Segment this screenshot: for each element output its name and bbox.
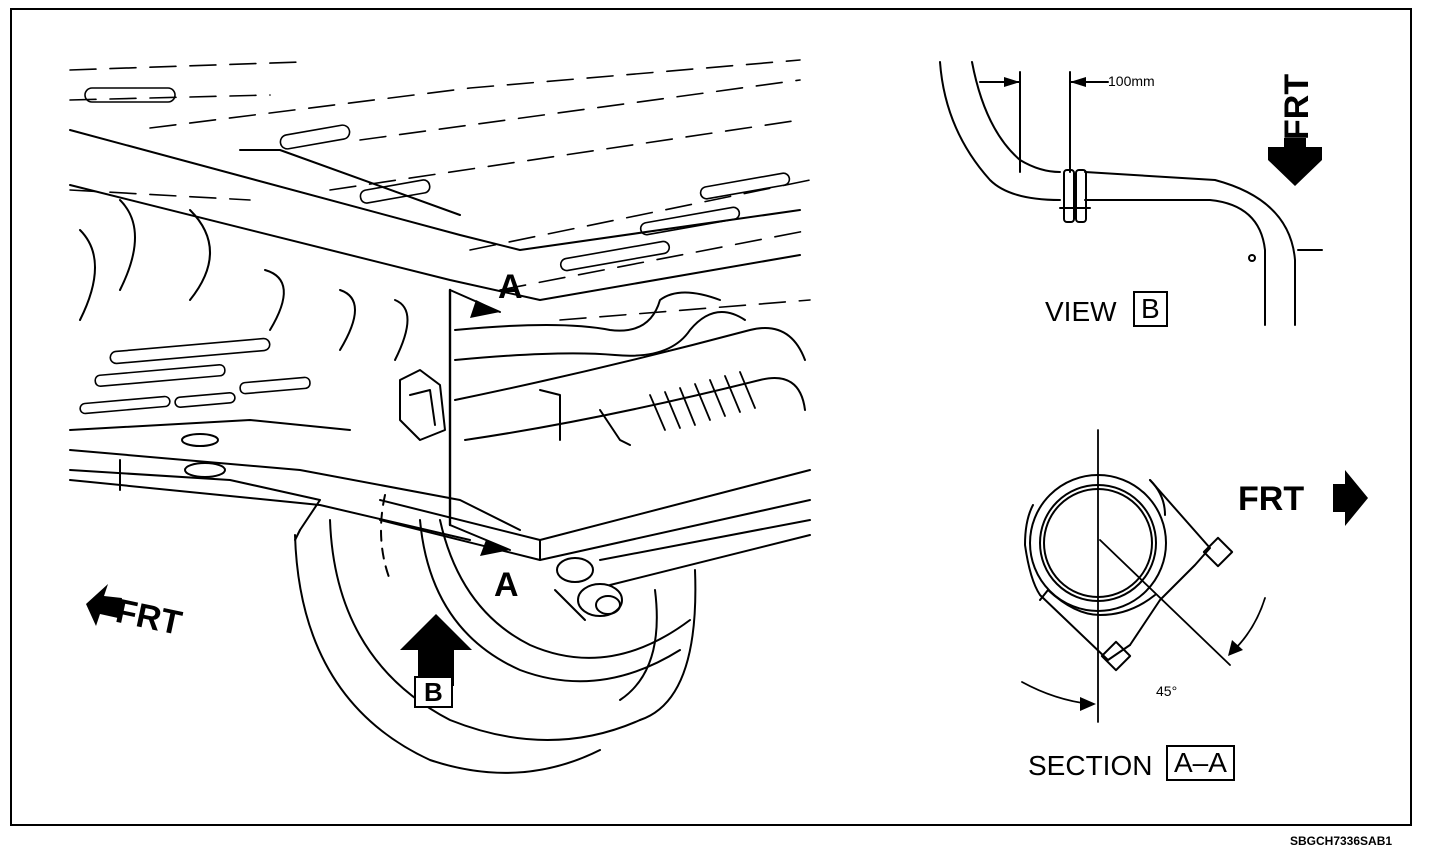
figure-code: SBGCH7336SAB1 — [1290, 834, 1393, 848]
view-b-caption-prefix: VIEW — [1045, 296, 1117, 327]
section-aa-drawing — [1021, 429, 1368, 723]
view-b-drawing — [939, 61, 1323, 326]
drawing-frame — [10, 8, 1412, 826]
section-marker-a-top: A — [498, 268, 523, 306]
dimension-100mm: 100mm — [1108, 73, 1155, 89]
section-caption-box: A–A — [1166, 745, 1235, 781]
section-caption-prefix: SECTION — [1028, 750, 1153, 781]
front-label-section: FRT — [1238, 480, 1305, 518]
front-label-view-b: FRT — [1278, 73, 1316, 140]
underbody-drawing — [69, 59, 811, 774]
view-marker-b: B — [414, 676, 453, 708]
angle-label: 45° — [1156, 683, 1178, 699]
section-marker-a-bottom: A — [494, 566, 519, 604]
view-b-caption-box: B — [1133, 291, 1168, 327]
